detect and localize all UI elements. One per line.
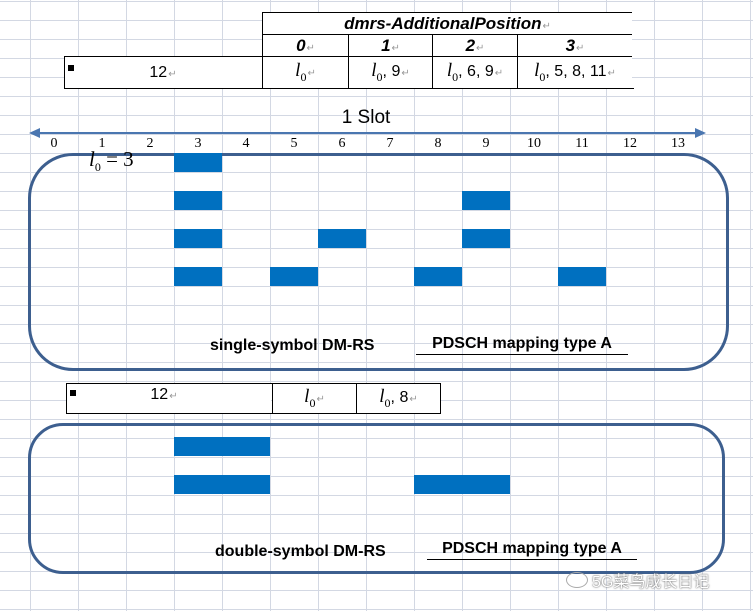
- bottom-row-label: 12: [150, 386, 177, 404]
- symbol-tick-4: 4: [242, 136, 250, 151]
- l0-equation: l0 = 3: [89, 147, 134, 174]
- single-caption: single-symbol DM-RS: [210, 337, 375, 354]
- symbol-tick-6: 6: [338, 136, 346, 151]
- dmrs-block: [462, 229, 510, 248]
- header-dmrs-additional-position: dmrs-AdditionalPosition: [344, 14, 551, 34]
- symbol-tick-8: 8: [434, 136, 442, 151]
- value-1: l0, 9: [371, 60, 409, 85]
- slot-label: 1 Slot: [341, 107, 391, 128]
- symbol-tick-7: 7: [386, 136, 394, 151]
- col-3: 3: [566, 36, 585, 56]
- bottom-value-1: l0, 8: [379, 386, 417, 411]
- double-caption: double-symbol DM-RS: [215, 543, 386, 560]
- dmrs-block: [174, 153, 222, 172]
- row-label: 12: [149, 64, 176, 82]
- dmrs-double-block: [174, 437, 270, 456]
- double-mapping-type: PDSCH mapping type A: [427, 540, 637, 560]
- value-2: l0, 6, 9: [447, 60, 503, 85]
- symbol-tick-3: 3: [194, 136, 202, 151]
- bullet-icon: [68, 65, 74, 71]
- watermark: 5G菜鸟成长日记: [566, 568, 709, 592]
- dmrs-block: [174, 191, 222, 210]
- dmrs-block: [174, 229, 222, 248]
- dmrs-block: [558, 267, 606, 286]
- symbol-tick-11: 11: [575, 136, 589, 151]
- dmrs-block: [414, 267, 462, 286]
- col-0: 0: [296, 36, 315, 56]
- symbol-tick-5: 5: [290, 136, 298, 151]
- value-3: l0, 5, 8, 11: [534, 60, 616, 85]
- symbol-tick-0: 0: [50, 136, 58, 151]
- bottom-value-0: l0: [304, 386, 325, 411]
- single-symbol-frame: [28, 153, 729, 371]
- col-1: 1: [381, 36, 400, 56]
- dmrs-double-block: [414, 475, 510, 494]
- symbol-tick-10: 10: [527, 136, 541, 151]
- bullet-icon: [70, 390, 76, 396]
- symbol-tick-13: 13: [671, 136, 685, 151]
- symbol-tick-12: 12: [623, 136, 637, 151]
- double-symbol-frame: [28, 423, 725, 574]
- dmrs-double-block: [174, 475, 270, 494]
- symbol-tick-2: 2: [146, 136, 154, 151]
- dmrs-block: [270, 267, 318, 286]
- wechat-icon: [566, 572, 588, 588]
- col-2: 2: [466, 36, 485, 56]
- single-mapping-type: PDSCH mapping type A: [416, 335, 628, 355]
- dmrs-block: [318, 229, 366, 248]
- dmrs-block: [174, 267, 222, 286]
- symbol-tick-1: 1: [98, 136, 106, 151]
- dmrs-block: [462, 191, 510, 210]
- symbol-tick-9: 9: [482, 136, 490, 151]
- value-0: l0: [295, 60, 316, 85]
